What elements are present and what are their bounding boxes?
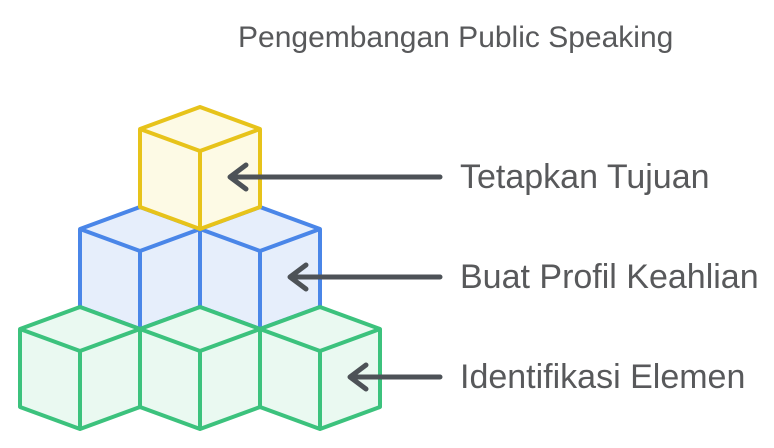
label-row-3: Identifikasi Elemen (460, 358, 746, 396)
arrow-head-icon (227, 162, 249, 192)
arrow-row-3 (347, 362, 443, 392)
arrow-head-icon (287, 262, 309, 292)
cube-row-1 (138, 105, 262, 231)
arrow-row-2 (287, 262, 443, 292)
cube-row-3 (18, 305, 382, 431)
cube-inner-edges (259, 327, 381, 429)
cube-inner-edges (139, 327, 261, 429)
label-row-1: Tetapkan Tujuan (460, 158, 710, 196)
diagram-title: Pengembangan Public Speaking (238, 21, 674, 54)
arrow-row-1 (227, 162, 443, 192)
cube-inner-edges (139, 127, 261, 229)
cube-inner-edges (19, 327, 141, 429)
cube-inner-edges (79, 227, 201, 329)
label-row-2: Buat Profil Keahlian (460, 258, 759, 296)
arrow-head-icon (347, 362, 369, 392)
cube-inner-edges (199, 227, 321, 329)
cube-row-2 (78, 205, 322, 331)
